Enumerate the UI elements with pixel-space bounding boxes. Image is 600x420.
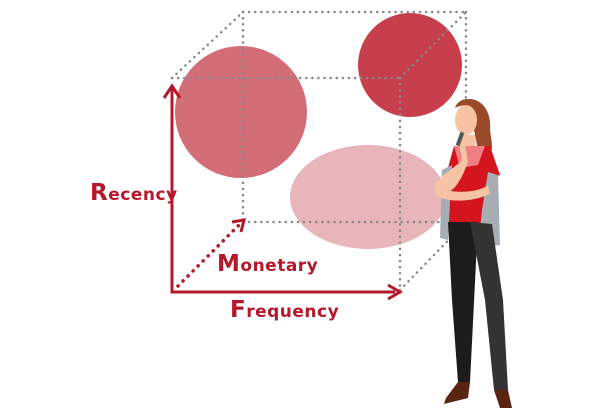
monetary-label: Monetary	[217, 251, 318, 277]
recency-arrowhead	[162, 83, 182, 99]
monetary-rest: onetary	[240, 256, 319, 276]
bubble-top-right	[358, 13, 462, 117]
recency-initial: R	[90, 180, 109, 206]
monetary-arrowhead	[231, 218, 247, 233]
recency-label: Recency	[90, 180, 178, 206]
frequency-rest: requency	[246, 302, 340, 322]
woman-thinking-illustration	[434, 99, 512, 408]
frequency-arrowhead	[387, 283, 403, 301]
frequency-label: Frequency	[230, 297, 339, 323]
axes	[162, 83, 403, 301]
recency-rest: ecency	[108, 185, 178, 205]
bubble-light	[290, 145, 446, 249]
frequency-initial: F	[230, 297, 247, 323]
recency-axis	[170, 88, 395, 294]
monetary-initial: M	[217, 251, 241, 277]
monetary-axis	[176, 222, 242, 288]
bubble-left	[175, 46, 307, 178]
